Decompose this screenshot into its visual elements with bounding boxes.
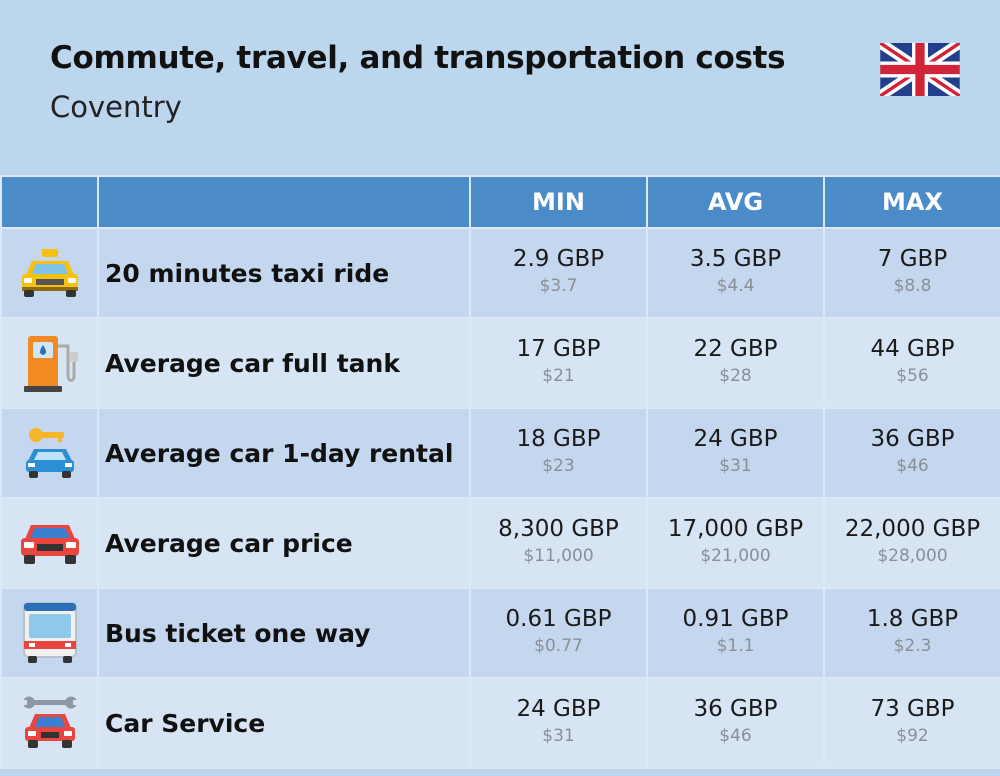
max-usd: $28,000 — [877, 546, 948, 566]
header-avg: AVG — [646, 175, 825, 229]
header-max: MAX — [823, 175, 1000, 229]
fuel-pump-icon — [23, 336, 78, 392]
header-icon-col — [0, 175, 99, 229]
car-rental-key-icon — [25, 428, 74, 478]
avg-usd: $31 — [719, 456, 752, 476]
avg-gbp: 22 GBP — [693, 336, 778, 362]
avg-usd: $46 — [719, 726, 752, 746]
avg-usd: $4.4 — [716, 276, 755, 296]
min-gbp: 17 GBP — [516, 336, 601, 362]
avg-gbp: 24 GBP — [693, 426, 778, 452]
avg-usd: $21,000 — [700, 546, 771, 566]
row-label: Average car price — [97, 497, 471, 589]
taxi-icon — [21, 249, 78, 297]
max-gbp: 1.8 GBP — [866, 606, 959, 632]
min-usd: $0.77 — [534, 636, 583, 656]
table-row: Average car full tank 17 GBP $21 22 GBP … — [0, 317, 1000, 409]
min-gbp: 24 GBP — [516, 696, 601, 722]
max-gbp: 36 GBP — [870, 426, 955, 452]
min-usd: $11,000 — [523, 546, 594, 566]
min-usd: $31 — [542, 726, 575, 746]
page-title: Commute, travel, and transportation cost… — [50, 40, 786, 76]
car-service-wrench-icon — [20, 696, 79, 748]
min-gbp: 18 GBP — [516, 426, 601, 452]
max-usd: $46 — [896, 456, 929, 476]
table-header-row: MIN AVG MAX — [0, 175, 1000, 229]
table-row: 20 minutes taxi ride 2.9 GBP $3.7 3.5 GB… — [0, 227, 1000, 319]
table-row: Car Service 24 GBP $31 36 GBP $46 73 GBP… — [0, 677, 1000, 769]
header-min: MIN — [469, 175, 648, 229]
uk-flag-icon — [880, 43, 960, 96]
max-usd: $2.3 — [893, 636, 932, 656]
table-row: Average car price 8,300 GBP $11,000 17,0… — [0, 497, 1000, 589]
min-usd: $23 — [542, 456, 575, 476]
max-gbp: 73 GBP — [870, 696, 955, 722]
row-label: Average car 1-day rental — [97, 407, 471, 499]
max-usd: $56 — [896, 366, 929, 386]
avg-gbp: 17,000 GBP — [667, 516, 804, 542]
avg-gbp: 36 GBP — [693, 696, 778, 722]
max-gbp: 44 GBP — [870, 336, 955, 362]
page-header: Commute, travel, and transportation cost… — [0, 0, 1000, 175]
max-gbp: 22,000 GBP — [844, 516, 981, 542]
min-usd: $3.7 — [539, 276, 578, 296]
avg-gbp: 3.5 GBP — [689, 246, 782, 272]
max-gbp: 7 GBP — [877, 246, 948, 272]
table-row: Bus ticket one way 0.61 GBP $0.77 0.91 G… — [0, 587, 1000, 679]
header-label-col — [97, 175, 471, 229]
min-usd: $21 — [542, 366, 575, 386]
row-label: 20 minutes taxi ride — [97, 227, 471, 319]
avg-usd: $28 — [719, 366, 752, 386]
max-usd: $8.8 — [893, 276, 932, 296]
row-label: Bus ticket one way — [97, 587, 471, 679]
car-icon — [20, 525, 79, 564]
min-gbp: 0.61 GBP — [505, 606, 612, 632]
avg-gbp: 0.91 GBP — [682, 606, 789, 632]
table-row: Average car 1-day rental 18 GBP $23 24 G… — [0, 407, 1000, 499]
row-label: Car Service — [97, 677, 471, 769]
min-gbp: 2.9 GBP — [512, 246, 605, 272]
cost-table: MIN AVG MAX 20 minu — [0, 175, 1000, 769]
row-label: Average car full tank — [97, 317, 471, 409]
city-subtitle: Coventry — [50, 90, 182, 124]
min-gbp: 8,300 GBP — [498, 516, 619, 542]
bus-icon — [22, 602, 77, 663]
max-usd: $92 — [896, 726, 929, 746]
avg-usd: $1.1 — [716, 636, 755, 656]
